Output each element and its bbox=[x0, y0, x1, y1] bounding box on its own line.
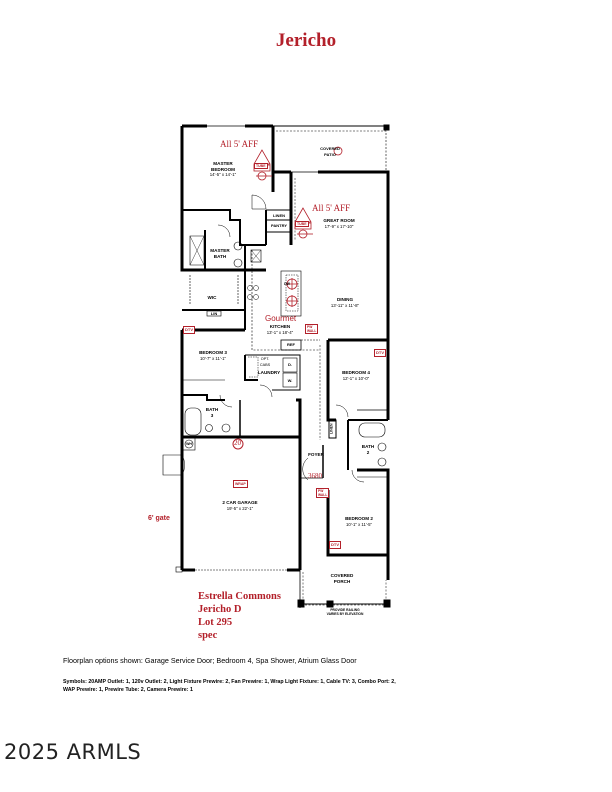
label-text: CABS bbox=[259, 362, 271, 367]
tag-text: WALL bbox=[307, 329, 317, 333]
room-dimensions: 12'-1" x 10'-0" bbox=[342, 375, 370, 381]
bedroom4-label: BEDROOM 4 12'-1" x 10'-0" bbox=[342, 370, 370, 381]
all-5-aff-master: All 5' AFF bbox=[220, 139, 259, 149]
room-name: GREAT ROOM bbox=[323, 218, 355, 223]
bedroom2-label: BEDROOM 2 10'-1" x 11'-5" bbox=[345, 516, 373, 527]
opt-cabs-label: OPT. CABS bbox=[260, 357, 270, 368]
kitchen-label: KITCHEN 13'-1" x 18'-4" bbox=[267, 324, 293, 335]
room-name: COVERED bbox=[330, 573, 354, 578]
laundry-label: LAUNDRY bbox=[257, 370, 281, 375]
room-dimensions: 13'-1" x 18'-4" bbox=[266, 329, 294, 335]
label-text: OPT. bbox=[260, 357, 270, 361]
wic-label: WIC bbox=[207, 295, 217, 300]
room-name: 3 bbox=[210, 412, 214, 418]
linen-label: LINEN bbox=[273, 213, 285, 218]
lot-info: Estrella Commons Jericho D Lot 295 spec bbox=[198, 590, 281, 642]
bath3-label: BATH 3 bbox=[206, 407, 218, 418]
dining-label: DINING 13'-11" x 11'-8" bbox=[331, 297, 359, 308]
wrap-tag: WRAP bbox=[233, 480, 248, 488]
tag-text: PW bbox=[318, 489, 324, 493]
bath2-label: BATH 2 bbox=[362, 444, 374, 455]
door-3680-label: 3680 bbox=[308, 472, 322, 480]
dtv-tag-bedroom2: DTV bbox=[329, 541, 341, 549]
room-name: PORCH bbox=[333, 578, 351, 584]
gourmet-kitchen-label: Gourmet bbox=[265, 314, 297, 323]
pantry-label: PANTRY bbox=[271, 223, 287, 228]
master-bath-label: MASTER BATH bbox=[210, 248, 229, 259]
room-name: 2 CAR GARAGE bbox=[222, 500, 258, 505]
room-dimensions: 19'-5" x 22'-1" bbox=[226, 505, 254, 511]
dishwasher-label: DW bbox=[284, 282, 290, 286]
room-name: MASTER bbox=[210, 248, 230, 253]
community-name: Estrella Commons bbox=[198, 591, 281, 602]
room-name: BATH bbox=[213, 253, 227, 259]
floorplan-options-note: Floorplan options shown: Garage Service … bbox=[63, 656, 357, 665]
lot-number: Lot 295 bbox=[198, 617, 233, 628]
tag-text: WALL bbox=[318, 493, 328, 497]
room-name: KITCHEN bbox=[269, 324, 291, 329]
dryer-label: D. bbox=[288, 362, 292, 367]
foyer-label: FOYER bbox=[308, 452, 324, 457]
tube-tag-master: TUBE bbox=[254, 163, 268, 169]
water-heater-label: WH bbox=[186, 442, 192, 446]
bedroom3-label: BEDROOM 3 10'-7" x 11'-1" bbox=[199, 350, 227, 361]
lin-label: LIN bbox=[210, 311, 218, 316]
room-name: BATH bbox=[205, 407, 219, 412]
plan-title: Jericho bbox=[275, 30, 337, 51]
tag-text: PW bbox=[307, 325, 313, 329]
room-name: DINING bbox=[336, 297, 354, 302]
master-bedroom-label: MASTER BEDROOM 14'-5" x 14'-1" bbox=[210, 161, 236, 178]
room-name: BATH bbox=[361, 444, 375, 449]
room-dimensions: 17'-9" x 17'-10" bbox=[324, 223, 354, 229]
room-name: BEDROOM 2 bbox=[345, 516, 373, 521]
listing-status: spec bbox=[198, 630, 218, 641]
covered-porch-label: COVERED PORCH bbox=[331, 573, 354, 584]
gate-label: 6' gate bbox=[148, 515, 170, 522]
garage-label: 2 CAR GARAGE 19'-5" x 22'-1" bbox=[222, 500, 257, 511]
plan-name: Jericho D bbox=[198, 604, 242, 615]
symbols-note-line2: WAP Prewire: 1, Prewire Tube: 2, Camera … bbox=[63, 687, 193, 693]
room-name: MASTER bbox=[213, 161, 233, 166]
room-name: PATIO bbox=[324, 151, 336, 157]
note-text: PROVIDE RAILING bbox=[330, 608, 360, 612]
symbols-note-line1: Symbols: 20AMP Outlet: 1, 120v Outlet: 2… bbox=[63, 679, 396, 685]
all-5-aff-great: All 5' AFF bbox=[312, 203, 351, 213]
great-room-label: GREAT ROOM 17'-9" x 17'-10" bbox=[323, 218, 354, 229]
ref-label: REF bbox=[287, 342, 295, 347]
room-dimensions: 14'-5" x 14'-1" bbox=[209, 172, 237, 177]
copyright-watermark: 2025 ARMLS bbox=[4, 740, 142, 764]
note-text: VARIES BY ELEVATION bbox=[326, 612, 364, 616]
room-name: COVERED bbox=[320, 146, 340, 151]
dtv-tag-bedroom4: DTV bbox=[374, 349, 386, 357]
room-dimensions: 10'-7" x 11'-1" bbox=[199, 355, 227, 361]
garage-20-marker: 20 bbox=[234, 439, 241, 447]
room-dimensions: 10'-1" x 11'-5" bbox=[345, 521, 373, 527]
room-dimensions: 13'-11" x 11'-8" bbox=[330, 302, 360, 308]
tube-tag-great: TUBE bbox=[295, 221, 309, 227]
room-name: BEDROOM bbox=[211, 166, 235, 172]
room-name: BEDROOM 3 bbox=[199, 350, 227, 355]
room-name: 2 bbox=[366, 449, 370, 455]
linen2-label: LINEN bbox=[329, 423, 334, 435]
room-name: BEDROOM 4 bbox=[342, 370, 370, 375]
washer-label: W. bbox=[287, 378, 293, 383]
dtv-tag-bedroom3: DTV bbox=[183, 326, 195, 334]
covered-patio-label: COVERED PATIO bbox=[320, 146, 340, 157]
elevation-note: PROVIDE RAILING VARIES BY ELEVATION bbox=[327, 608, 364, 616]
